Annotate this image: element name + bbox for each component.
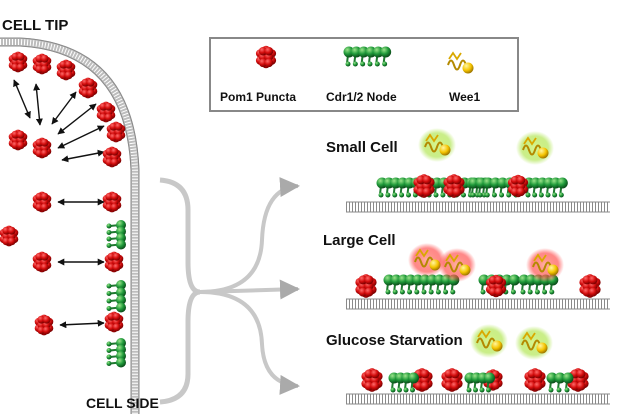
cdr-node-icon: [106, 338, 126, 368]
pom1-puncta-icon: [102, 146, 122, 168]
wee1-icon: [418, 128, 456, 162]
pom1-puncta-icon: [32, 137, 52, 159]
small-cell-label: Small Cell: [326, 139, 398, 156]
pom1-puncta-icon: [104, 251, 124, 273]
pom1-puncta-icon: [524, 368, 546, 392]
cell-membrane: [0, 37, 140, 414]
pom1-puncta-icon: [102, 191, 122, 213]
legend-wee1-icon: [447, 51, 474, 74]
diffusion-arrow: [33, 83, 43, 126]
cdr-node-icon: [388, 372, 419, 393]
pom1-puncta-icon: [104, 311, 124, 333]
pom1-puncta-icon: [507, 174, 529, 198]
pom1-puncta-icon: [485, 274, 507, 298]
bracket-arrows: [159, 177, 300, 405]
pom1-puncta-icon: [8, 129, 28, 151]
pom1-puncta-icon: [78, 77, 98, 99]
pom1-puncta-icon: [413, 174, 435, 198]
wee1-icon: [470, 324, 508, 358]
pom1-puncta-icon: [32, 191, 52, 213]
pom1-puncta-icon: [443, 174, 465, 198]
wee1-icon: [408, 243, 446, 277]
diffusion-arrow: [59, 319, 105, 329]
membrane-small-cell: [346, 201, 610, 213]
legend-cdr-label: Cdr1/2 Node: [326, 90, 397, 104]
pom1-puncta-icon: [96, 101, 116, 123]
legend-pom1-icon: [255, 45, 277, 69]
diffusion-arrows: [13, 79, 105, 329]
legend-wee1-label: Wee1: [449, 90, 480, 104]
pom1-puncta-icon: [441, 368, 463, 392]
pom1-puncta-icon: [8, 51, 28, 73]
wee1-icon: [515, 326, 553, 360]
diffusion-arrow: [51, 91, 77, 125]
membrane-glucose-starvation: [346, 393, 610, 405]
pom1-puncta-icon: [32, 53, 52, 75]
cell-tip-label: CELL TIP: [2, 17, 68, 34]
pom1-puncta-icon: [34, 314, 54, 336]
glucose-starvation-label: Glucose Starvation: [326, 332, 463, 349]
cdr-node-icon: [464, 372, 495, 393]
cdr-node-icon: [106, 220, 126, 250]
legend-pom1-label: Pom1 Puncta: [220, 90, 296, 104]
pom1-puncta-icon: [0, 225, 19, 247]
pom1-puncta-icon: [579, 274, 601, 298]
wee1-icon: [516, 131, 554, 165]
diffusion-arrow: [13, 79, 31, 119]
cdr-node-icon: [106, 280, 126, 313]
legend: Pom1 Puncta Cdr1/2 Node Wee1: [209, 37, 519, 112]
pom1-puncta-icon: [32, 251, 52, 273]
diffusion-arrow: [57, 125, 105, 149]
wee1-icon: [438, 248, 476, 282]
cdr-node-icon: [523, 177, 568, 198]
molecules: [0, 51, 601, 393]
pom1-puncta-icon: [106, 121, 126, 143]
legend-cdr-icon: [343, 46, 392, 67]
pom1-puncta-icon: [361, 368, 383, 392]
pom1-puncta-icon: [56, 59, 76, 81]
cdr-node-icon: [546, 372, 574, 393]
diffusion-arrow: [61, 149, 105, 163]
wee1-icon: [526, 248, 564, 282]
cell-side-label: CELL SIDE: [86, 395, 159, 411]
pom1-puncta-icon: [355, 274, 377, 298]
large-cell-label: Large Cell: [323, 232, 396, 249]
membrane-large-cell: [346, 298, 610, 310]
